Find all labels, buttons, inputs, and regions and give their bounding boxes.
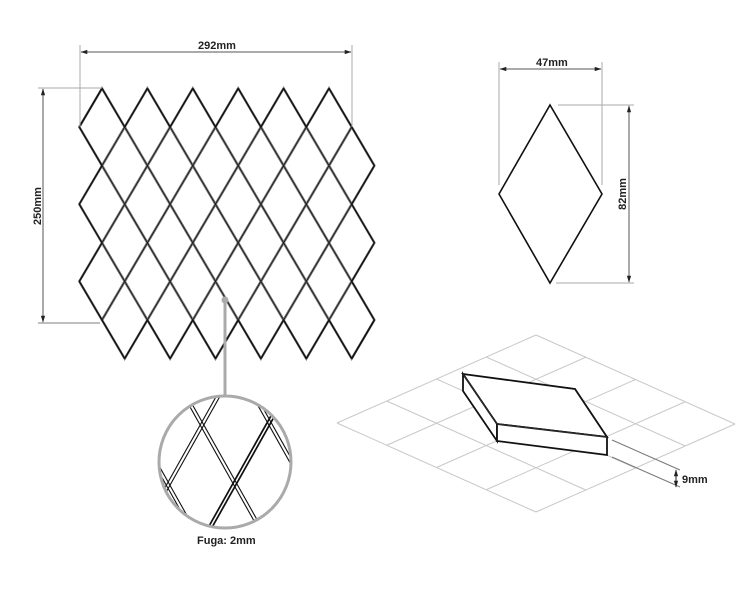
detail-caption: Fuga: 2mm [197,535,256,547]
mosaic-diamond [192,203,239,282]
mosaic-diamond [305,242,353,321]
joint-detail-magnifier [157,394,293,530]
isometric-tile [461,371,609,457]
mosaic-diamond [147,203,194,282]
mosaic-sheet [77,86,376,361]
mosaic-diamond [328,126,375,205]
mosaic-diamond [328,203,375,282]
mosaic-diamond [101,126,148,205]
mosaic-diamond [305,165,353,244]
mosaic-diamond [215,242,262,321]
mosaic-diamond [283,280,330,360]
tile-height-dimension [556,104,634,284]
mosaic-diamond [260,242,307,321]
mosaic-diamond [147,280,194,360]
mosaic-diamond [78,165,126,244]
tile-width-dimension [498,62,603,185]
mosaic-diamond [260,87,307,167]
mosaic-diamond [169,242,216,321]
mosaic-diamond [237,280,284,360]
mosaic-diamond [124,87,171,167]
mosaic-diamond [328,280,375,360]
mosaic-diamond [305,87,353,167]
sheet-width-label: 292mm [198,40,236,52]
mosaic-diamond [237,203,284,282]
mosaic-diamond [169,165,216,244]
mosaic-diamond [169,87,216,167]
joint-callout [221,296,229,396]
single-tile [498,103,603,285]
mosaic-diamond [260,165,307,244]
tile-height-label: 82mm [617,178,629,210]
sheet-height-label: 250mm [32,187,44,225]
mosaic-diamond [283,126,330,205]
mosaic-diamond [192,280,239,360]
mosaic-diamond [78,242,126,321]
thickness-label: 9mm [682,474,708,486]
mosaic-diamond [124,165,171,244]
mosaic-diamond [124,242,171,321]
mosaic-diamond [147,126,194,205]
mosaic-diamond [101,280,148,360]
thickness-dimension [611,439,681,488]
mosaic-diamond [192,126,239,205]
mosaic-diamond [215,87,262,167]
mosaic-diamond [78,87,126,167]
mosaic-diamond [237,126,284,205]
mosaic-diamond [215,165,262,244]
tile-width-label: 47mm [536,57,568,69]
sheet-height-dimension [38,87,102,324]
mosaic-diamond [283,203,330,282]
sheet-width-dimension [79,45,353,127]
mosaic-diamond [101,203,148,282]
